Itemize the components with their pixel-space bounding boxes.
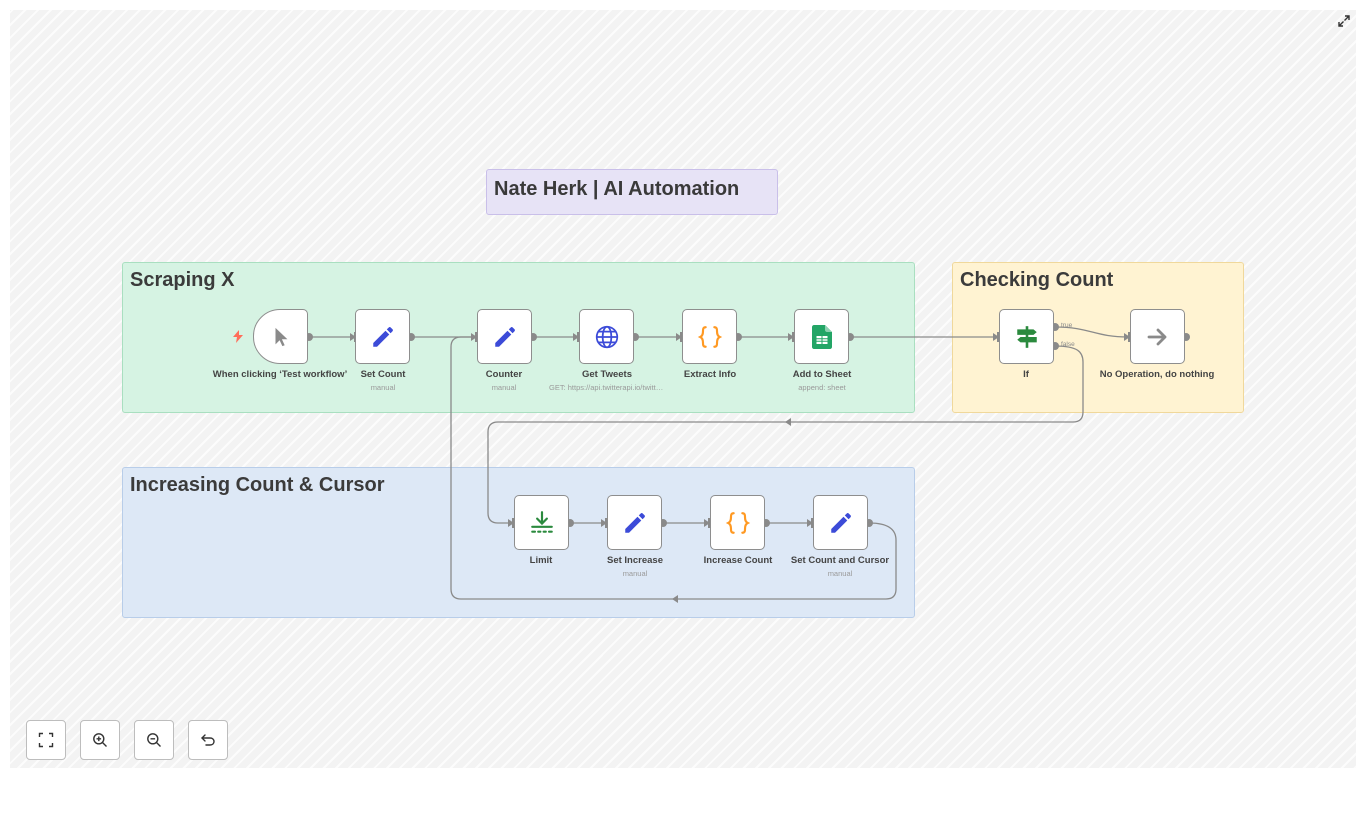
sticky-increasing-title: Increasing Count & Cursor	[130, 474, 385, 496]
arrowhead	[1124, 333, 1130, 341]
node-set-increase[interactable]	[607, 495, 662, 550]
braces-icon	[697, 325, 722, 348]
sticky-brand-title: Nate Herk | AI Automation	[494, 178, 740, 200]
arrowhead	[993, 333, 999, 341]
node-set-count-and-cursor-sub: manual	[827, 569, 853, 578]
node-increase-count-label: Increase Count	[703, 555, 773, 566]
node-extract-info-label: Extract Info	[683, 369, 737, 380]
google-sheets-icon	[811, 324, 832, 349]
zoom-out-icon	[147, 733, 161, 747]
zoom-in-button[interactable]	[80, 720, 120, 760]
trigger-bolt-icon	[233, 330, 243, 343]
reset-zoom-button[interactable]	[188, 720, 228, 760]
node-set-count-and-cursor-label: Set Count and Cursor	[790, 555, 890, 566]
arrowhead	[471, 333, 477, 341]
braces-icon	[725, 511, 750, 534]
connection-if-false-limit	[487, 345, 1084, 524]
node-no-operation-label: No Operation, do nothing	[1099, 369, 1215, 380]
node-set-count[interactable]	[355, 309, 410, 364]
node-if-label: If	[1023, 369, 1029, 380]
pencil-icon	[494, 326, 515, 347]
arrowhead	[350, 333, 356, 341]
node-extract-info[interactable]	[682, 309, 737, 364]
arrow-right-icon	[1147, 328, 1166, 345]
node-no-operation[interactable]	[1130, 309, 1185, 364]
signpost-icon	[1016, 325, 1037, 348]
pencil-icon	[830, 512, 851, 533]
zoom-in-icon	[93, 733, 107, 747]
node-add-to-sheet-sub: append: sheet	[798, 383, 846, 392]
connection-if-true-noop	[1054, 326, 1129, 338]
node-get-tweets[interactable]	[579, 309, 634, 364]
node-counter[interactable]	[477, 309, 532, 364]
limit-icon	[530, 510, 553, 533]
fit-view-icon	[38, 732, 54, 748]
arrowhead	[573, 333, 579, 341]
workflow-canvas[interactable]: Nate Herk | AI Automation Scraping X Che…	[10, 10, 1356, 768]
node-set-count-and-cursor[interactable]	[813, 495, 868, 550]
node-set-count-label: Set Count	[360, 369, 406, 380]
arrowhead	[788, 333, 794, 341]
connection-loop-back-counter	[450, 336, 897, 600]
node-set-increase-sub: manual	[622, 569, 648, 578]
cursor-icon	[275, 327, 287, 346]
expand-icon[interactable]	[1337, 14, 1351, 28]
node-set-count-sub: manual	[370, 383, 396, 392]
node-trigger-label: When clicking ‘Test workflow’	[212, 369, 348, 380]
fit-view-button[interactable]	[26, 720, 66, 760]
node-add-to-sheet-label: Add to Sheet	[792, 369, 852, 380]
node-limit-label: Limit	[529, 555, 553, 566]
node-increase-count[interactable]	[710, 495, 765, 550]
pencil-icon	[624, 512, 645, 533]
node-set-increase-label: Set Increase	[607, 555, 663, 566]
if-true-port-label: true	[1061, 322, 1073, 329]
sticky-checking-title: Checking Count	[960, 269, 1114, 291]
node-get-tweets-label: Get Tweets	[582, 369, 632, 380]
globe-icon	[595, 325, 618, 348]
arrowhead	[508, 519, 514, 527]
undo-icon	[201, 734, 215, 746]
pencil-icon	[372, 326, 393, 347]
arrowhead	[601, 519, 607, 527]
flow-direction-arrow	[785, 418, 791, 426]
flow-direction-arrow	[672, 595, 678, 603]
connections-layer	[305, 323, 1190, 603]
node-add-to-sheet[interactable]	[794, 309, 849, 364]
if-false-port-label: false	[1061, 341, 1075, 348]
zoom-out-button[interactable]	[134, 720, 174, 760]
sticky-scraping-title: Scraping X	[130, 269, 235, 291]
arrowhead	[676, 333, 682, 341]
arrowhead	[704, 519, 710, 527]
sticky-note-brand[interactable]: Nate Herk | AI Automation	[486, 169, 778, 215]
arrowhead	[807, 519, 813, 527]
node-if[interactable]	[999, 309, 1054, 364]
node-counter-label: Counter	[485, 369, 523, 380]
node-get-tweets-sub: GET: https://api.twitterapi.io/twitter/t…	[549, 383, 665, 392]
node-manual-trigger[interactable]	[253, 309, 308, 364]
node-limit[interactable]	[514, 495, 569, 550]
